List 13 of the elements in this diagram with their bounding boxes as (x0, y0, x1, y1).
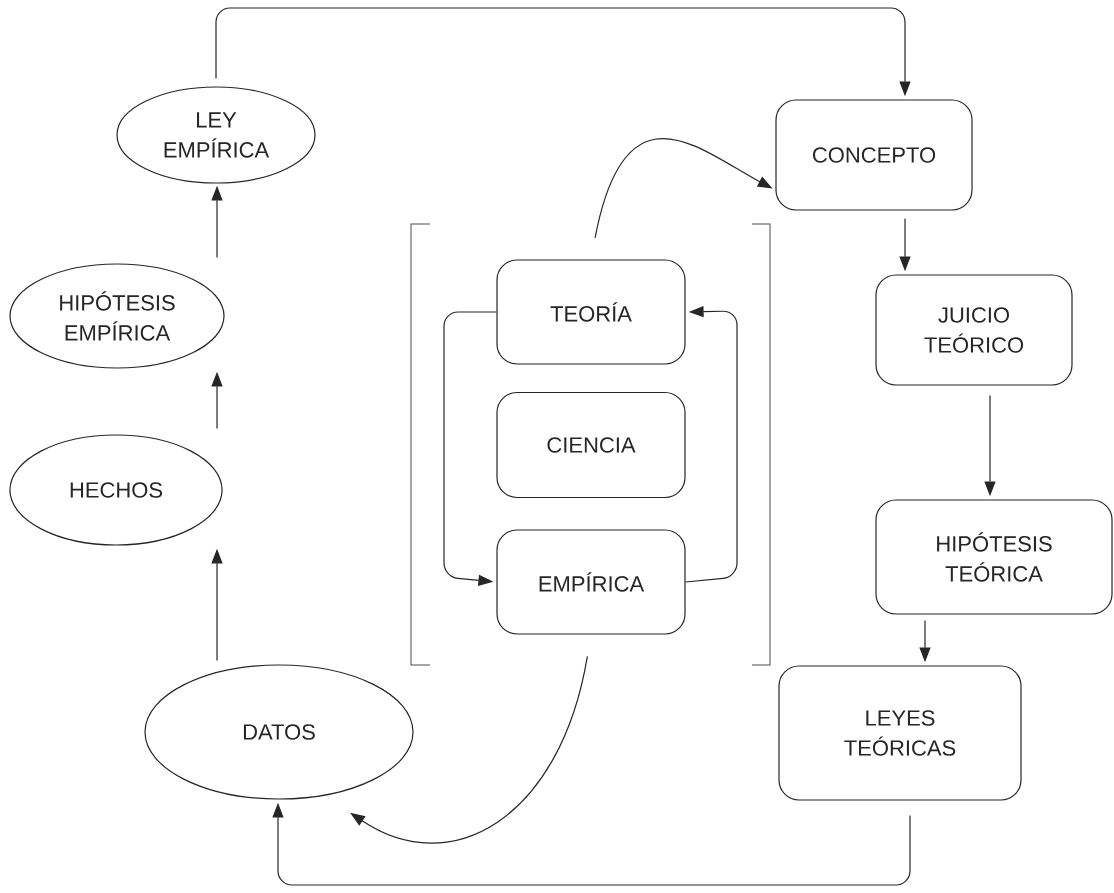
rounded-box: EMPÍRICA (496, 529, 686, 635)
rounded-box: JUICIO TEÓRICO (875, 274, 1073, 386)
rounded-box: TEORÍA (496, 259, 686, 365)
oval: HECHOS (9, 434, 223, 546)
oval: LEY EMPÍRICA (116, 86, 316, 184)
rounded-box: CIENCIA (496, 391, 686, 499)
oval: HIPÓTESIS EMPÍRICA (9, 263, 225, 369)
arrow (443, 311, 497, 586)
rounded-box: LEYES TEÓRICAS (778, 665, 1022, 801)
rounded-box: HIPÓTESIS TEÓRICA (875, 499, 1113, 615)
rounded-box: CONCEPTO (775, 99, 973, 211)
oval: DATOS (144, 664, 414, 800)
arrow (350, 655, 588, 844)
